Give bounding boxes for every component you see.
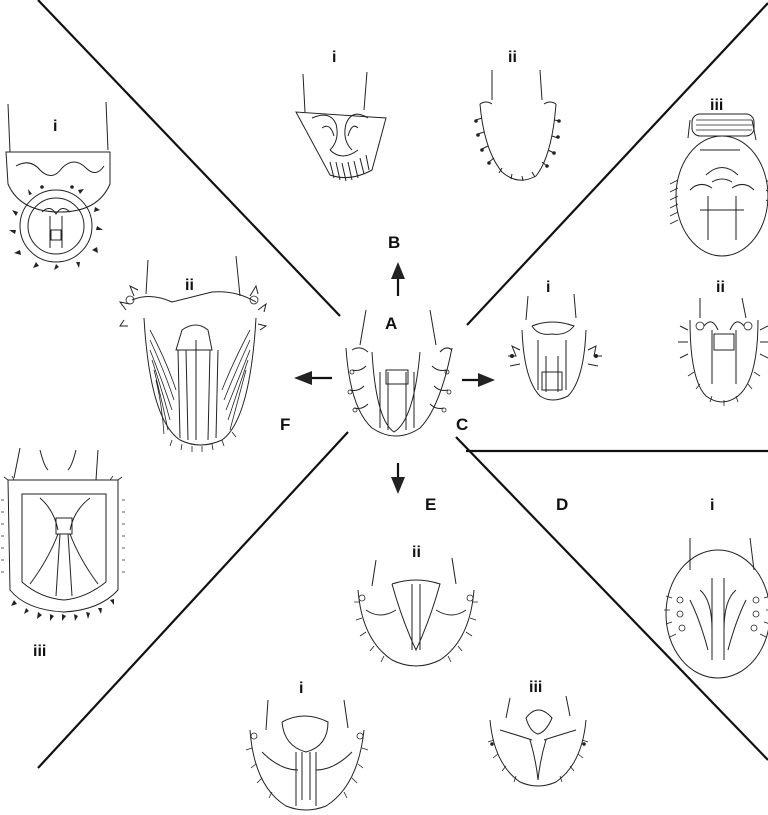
figure-d-i-drawing: [664, 538, 768, 678]
label-group-b: B: [388, 233, 400, 252]
divider-line-bottom-right: [456, 437, 768, 760]
label-group-c: C: [456, 415, 468, 434]
figure-f-iii-drawing: [1, 448, 125, 621]
label-e-ii: ii: [412, 544, 421, 561]
figure-f-i-drawing: [6, 102, 110, 270]
arrow-left-icon: [294, 371, 332, 385]
label-c-iii: iii: [710, 97, 723, 114]
arrow-right-icon: [462, 373, 495, 387]
label-e-i: i: [299, 680, 303, 697]
label-group-f: F: [280, 415, 290, 434]
label-e-iii: iii: [529, 679, 542, 696]
label-b-ii: ii: [508, 49, 517, 66]
figure-a-drawing: [346, 310, 452, 436]
label-f-ii: ii: [185, 277, 194, 294]
figure-c-i-drawing: [508, 294, 602, 400]
label-c-i: i: [546, 279, 550, 296]
figure-e-ii-drawing: [354, 558, 478, 666]
figure-c-iii-drawing: [670, 114, 768, 256]
label-d-i: i: [710, 497, 714, 514]
figure-b-ii-drawing: [474, 70, 561, 181]
arrow-up-icon: [391, 262, 405, 296]
figure-b-i-drawing: [296, 72, 386, 181]
label-f-i: i: [53, 118, 57, 135]
label-f-iii: iii: [33, 643, 46, 660]
divider-line-bottom-left: [38, 432, 348, 768]
divider-line-top-left: [38, 0, 340, 316]
label-group-a: A: [385, 314, 397, 333]
label-b-i: i: [332, 49, 336, 66]
figure-c-ii-drawing: [678, 298, 768, 406]
figure-e-i-drawing: [246, 700, 368, 810]
label-c-ii: ii: [716, 279, 725, 296]
label-group-e: E: [425, 495, 436, 514]
label-group-d: D: [556, 495, 568, 514]
arrow-down-icon: [391, 463, 405, 494]
figure-e-iii-drawing: [488, 696, 588, 786]
